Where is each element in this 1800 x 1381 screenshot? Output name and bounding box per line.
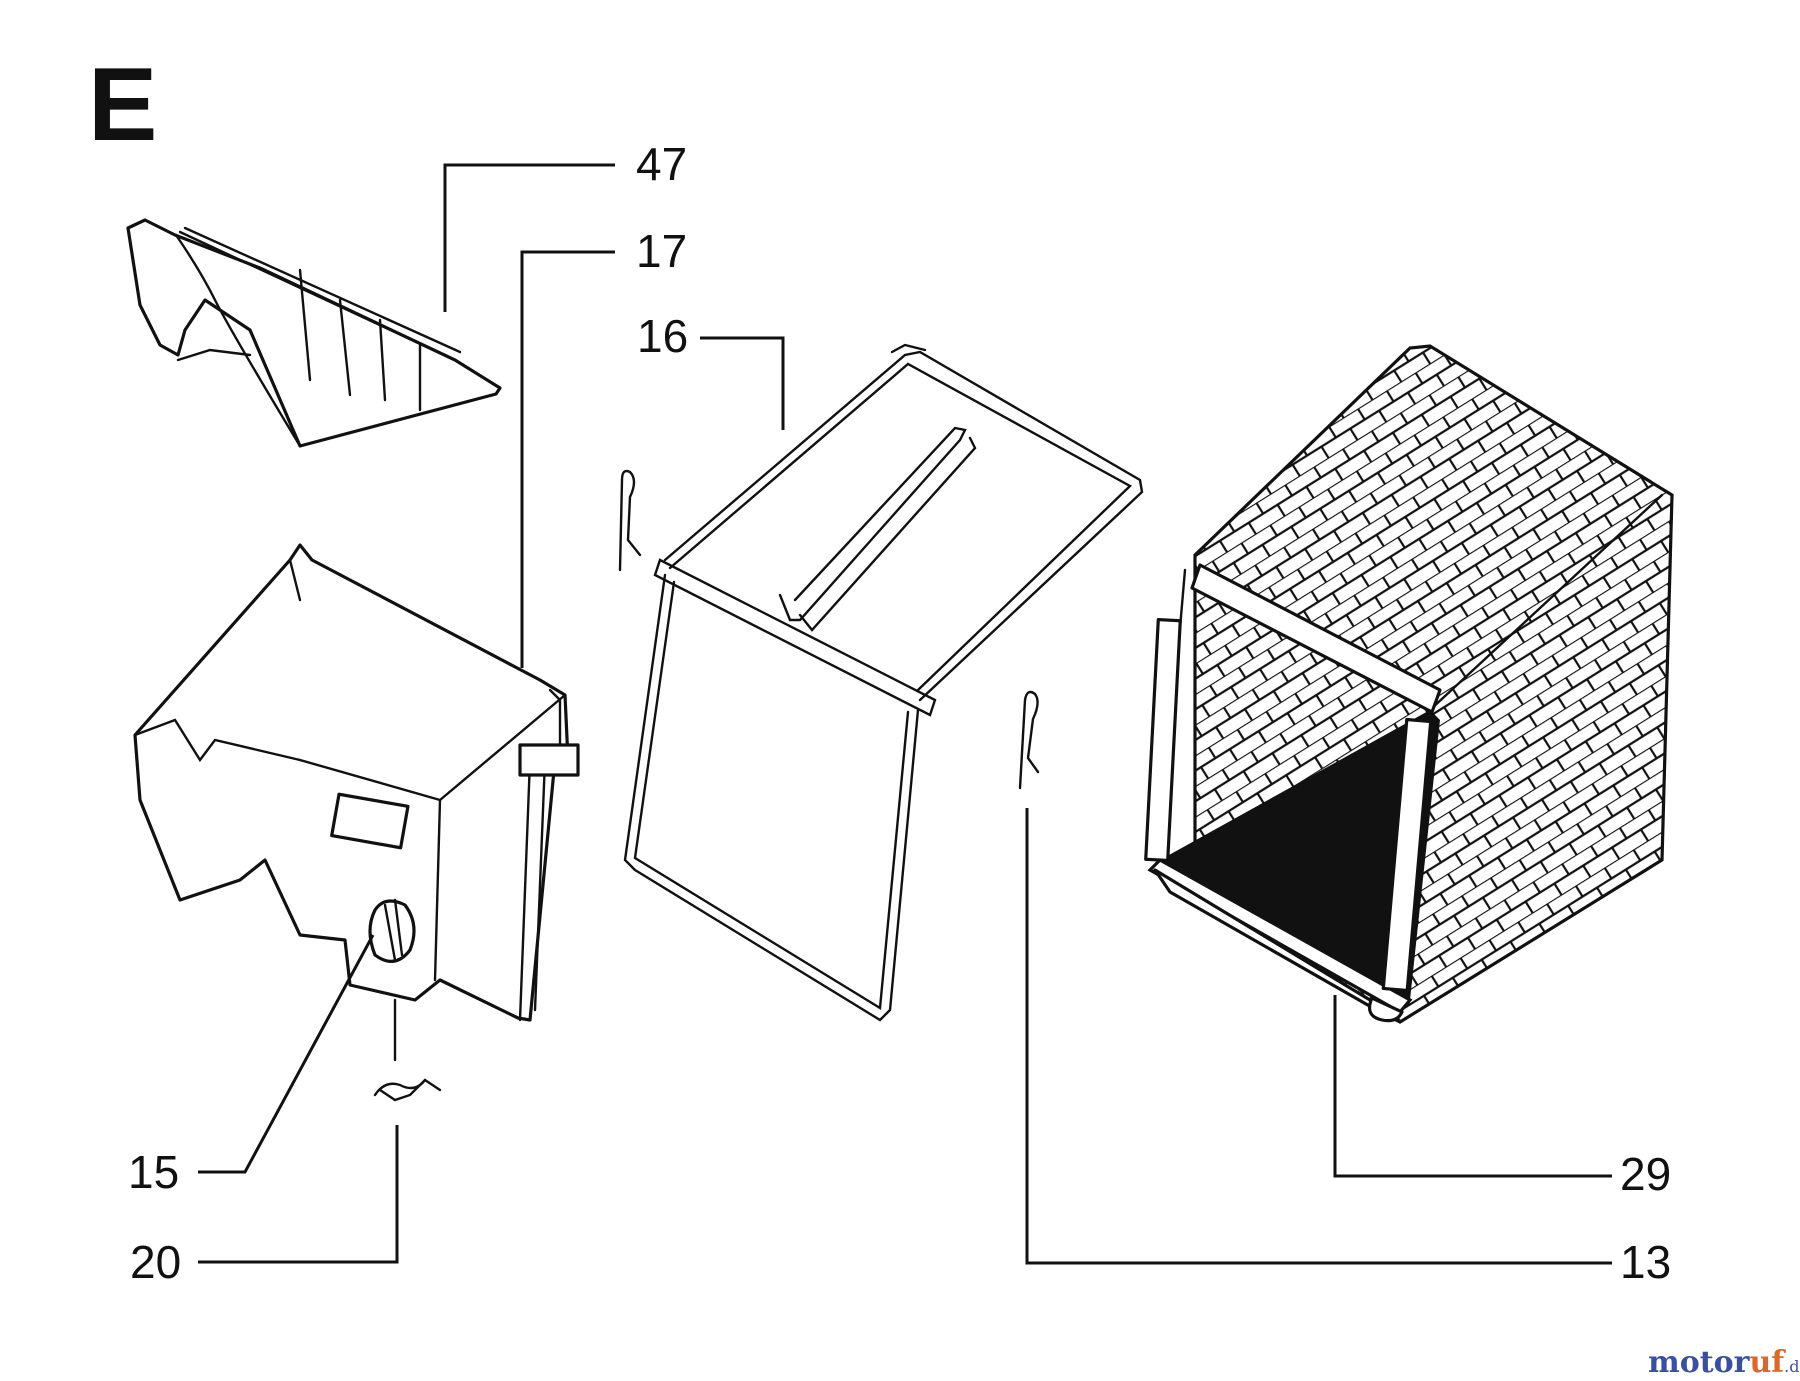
callout-13-label: 13 [1620,1236,1671,1288]
part-29-grass-bag [1144,344,1674,1024]
svg-text:motoruf.de: motoruf.de [1648,1345,1800,1380]
callout-15-label: 15 [128,1146,179,1198]
part-47-deflector-cover [126,218,502,448]
callout-16-label: 16 [637,310,688,362]
watermark-part-b: uf [1749,1345,1786,1380]
callout-20-label: 20 [130,1236,181,1288]
part-16-wire-frame [618,343,1144,1022]
watermark-part-a: motor [1648,1345,1751,1380]
callout-17-label: 17 [636,225,687,277]
watermark-logo: motoruf.de [1648,1345,1800,1380]
callout-29: 29 [1333,995,1671,1200]
callout-15: 15 [128,934,375,1198]
section-letter: E [88,47,157,163]
part-17-catcher-housing [133,543,580,1102]
callout-16: 16 [637,310,785,430]
callout-29-label: 29 [1620,1148,1671,1200]
callout-13: 13 [1025,808,1671,1288]
watermark-part-c: .de [1784,1357,1800,1376]
callout-47-label: 47 [636,138,687,190]
callout-47: 47 [443,138,687,312]
part-13-hairpin-clip [1018,690,1040,790]
callout-17: 17 [520,225,687,668]
callout-20: 20 [130,1125,399,1288]
